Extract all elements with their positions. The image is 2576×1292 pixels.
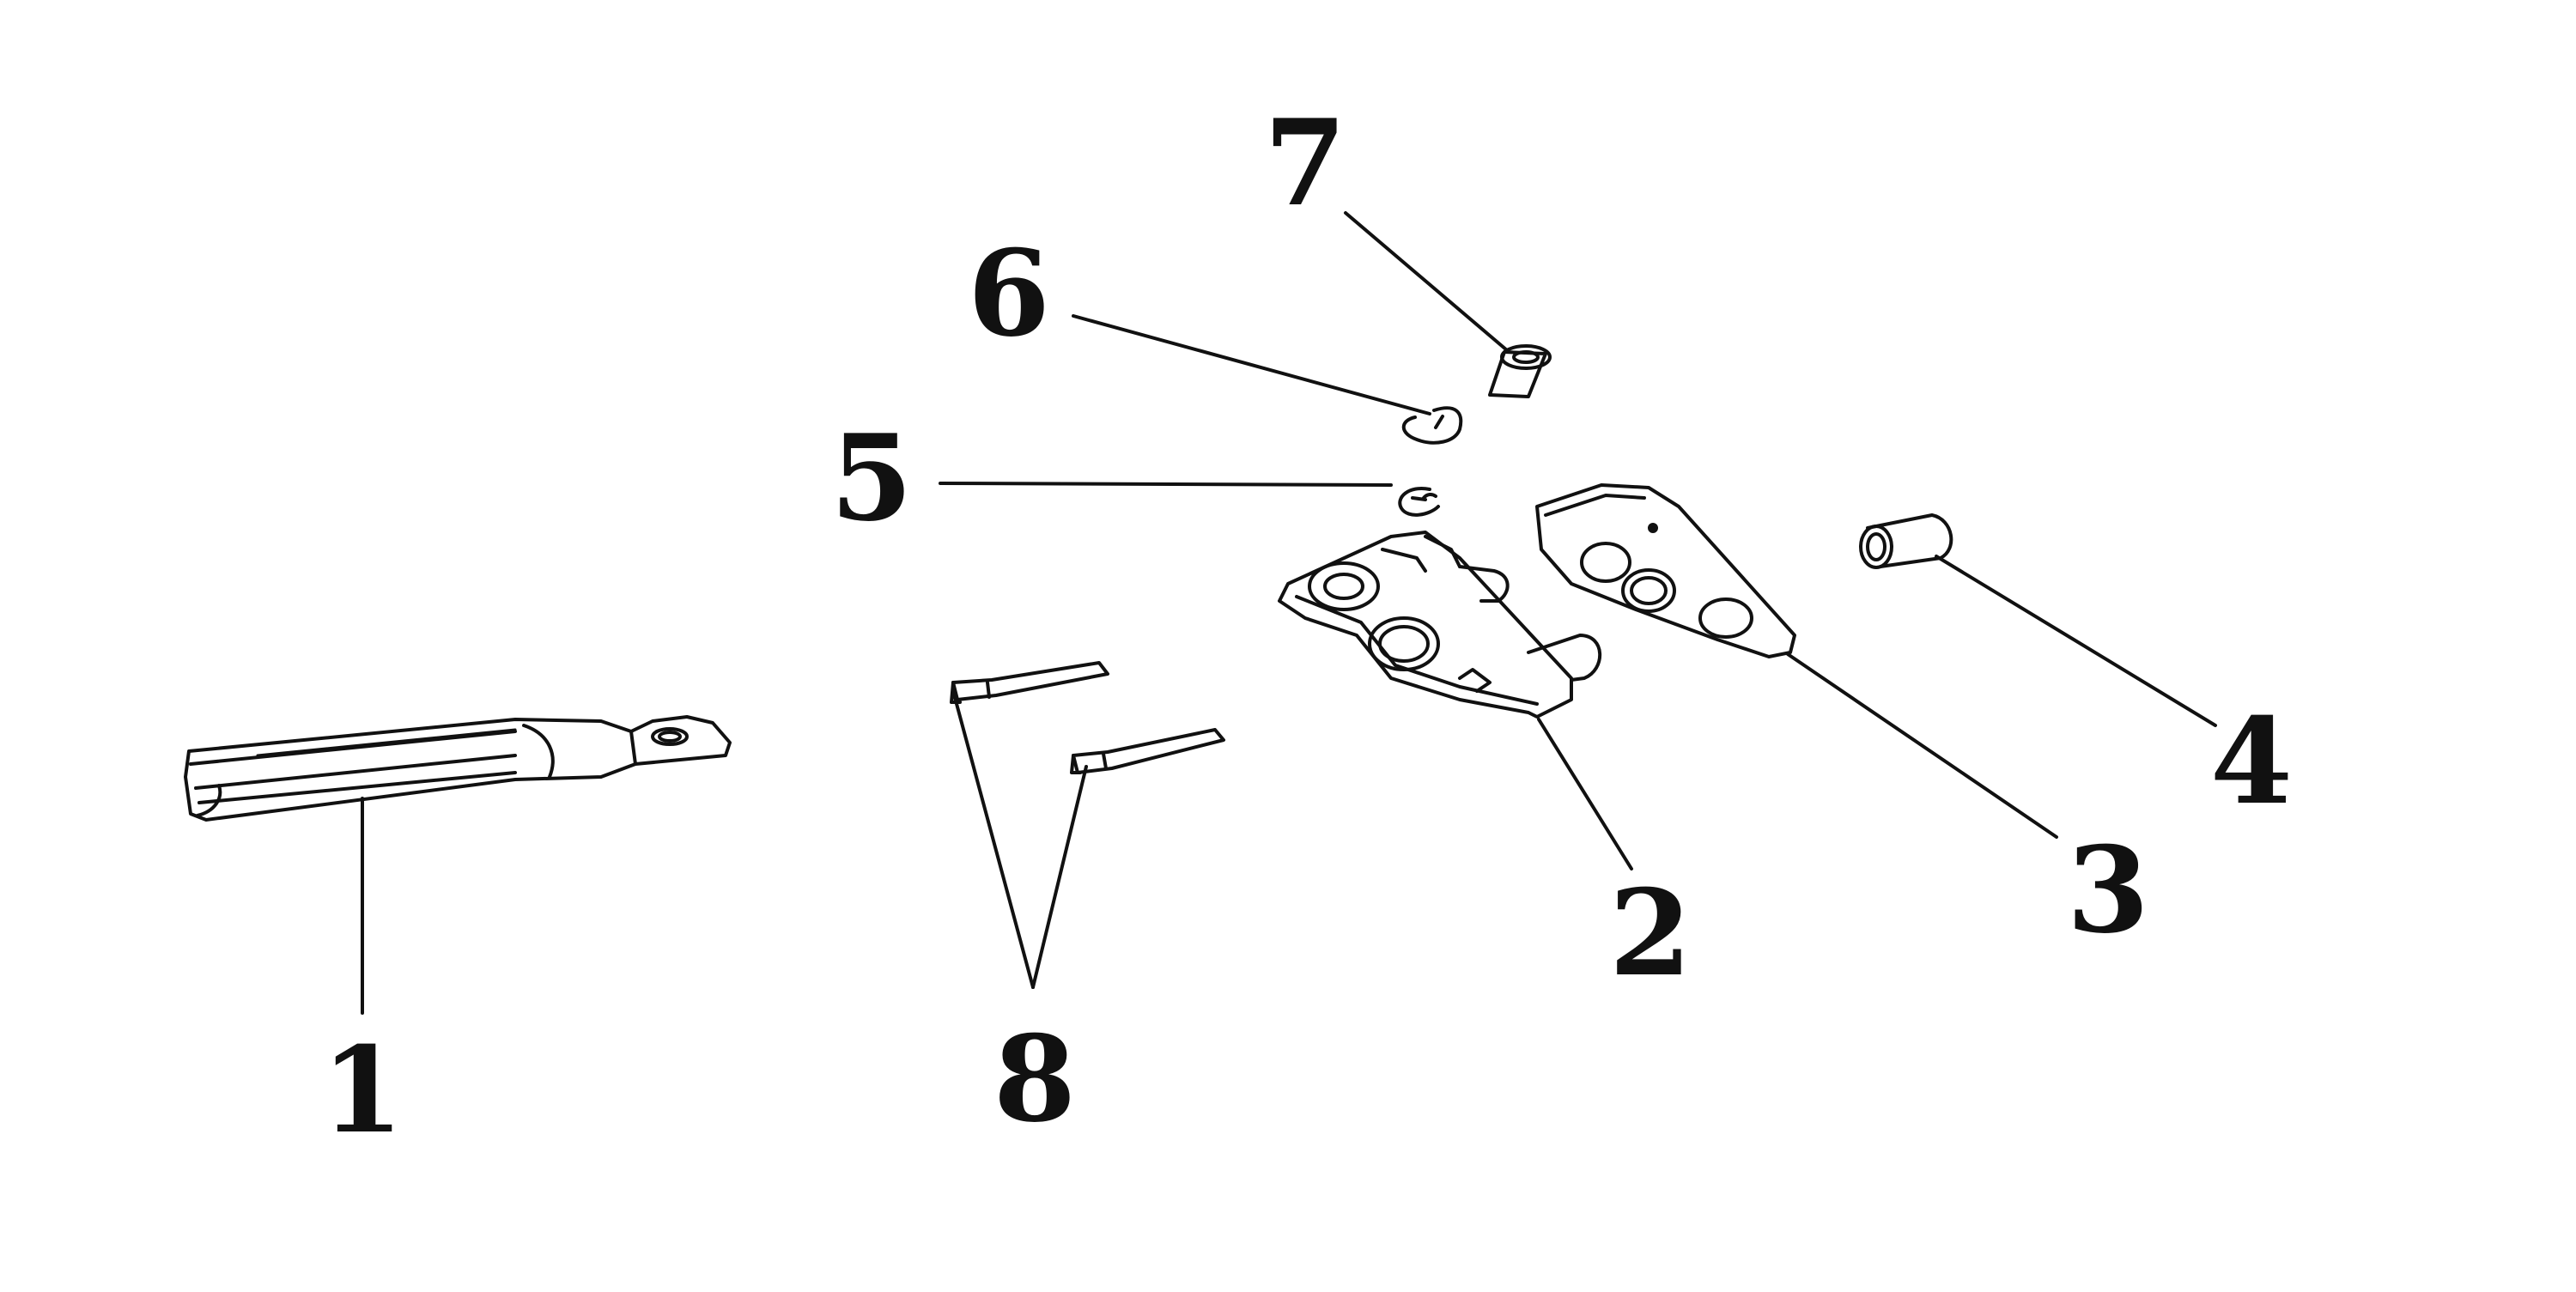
leader-line-8a bbox=[951, 689, 1035, 989]
mount-plate-part bbox=[1535, 483, 1796, 658]
callout-7: 7 bbox=[1264, 93, 1346, 233]
callout-4: 4 bbox=[2210, 691, 2293, 831]
leader-line-5 bbox=[939, 482, 1393, 487]
leader-lines bbox=[361, 211, 2217, 1015]
callout-labels: 1 2 3 4 5 6 7 8 bbox=[321, 93, 2293, 1160]
callout-1: 1 bbox=[321, 1020, 404, 1160]
e-clip-part bbox=[1398, 487, 1440, 517]
bolts-part bbox=[950, 661, 1225, 774]
leader-line-6 bbox=[1072, 314, 1431, 416]
bushing-part bbox=[1859, 513, 1953, 569]
leader-line-3 bbox=[1786, 652, 2058, 839]
footpeg-mount-part bbox=[1278, 531, 1602, 719]
footpeg-part bbox=[184, 715, 732, 822]
callout-5: 5 bbox=[830, 408, 913, 548]
callout-3: 3 bbox=[2067, 820, 2149, 960]
callout-6: 6 bbox=[968, 223, 1050, 363]
callout-2: 2 bbox=[1609, 863, 1692, 1003]
leader-line-7 bbox=[1344, 211, 1509, 352]
pivot-pin-part bbox=[1488, 344, 1552, 398]
callout-8: 8 bbox=[993, 1009, 1076, 1149]
leader-line-8b bbox=[1031, 765, 1088, 989]
spring-clip-part bbox=[1401, 406, 1463, 445]
leader-line-2 bbox=[1537, 718, 1633, 870]
leader-line-4 bbox=[1935, 555, 2217, 727]
